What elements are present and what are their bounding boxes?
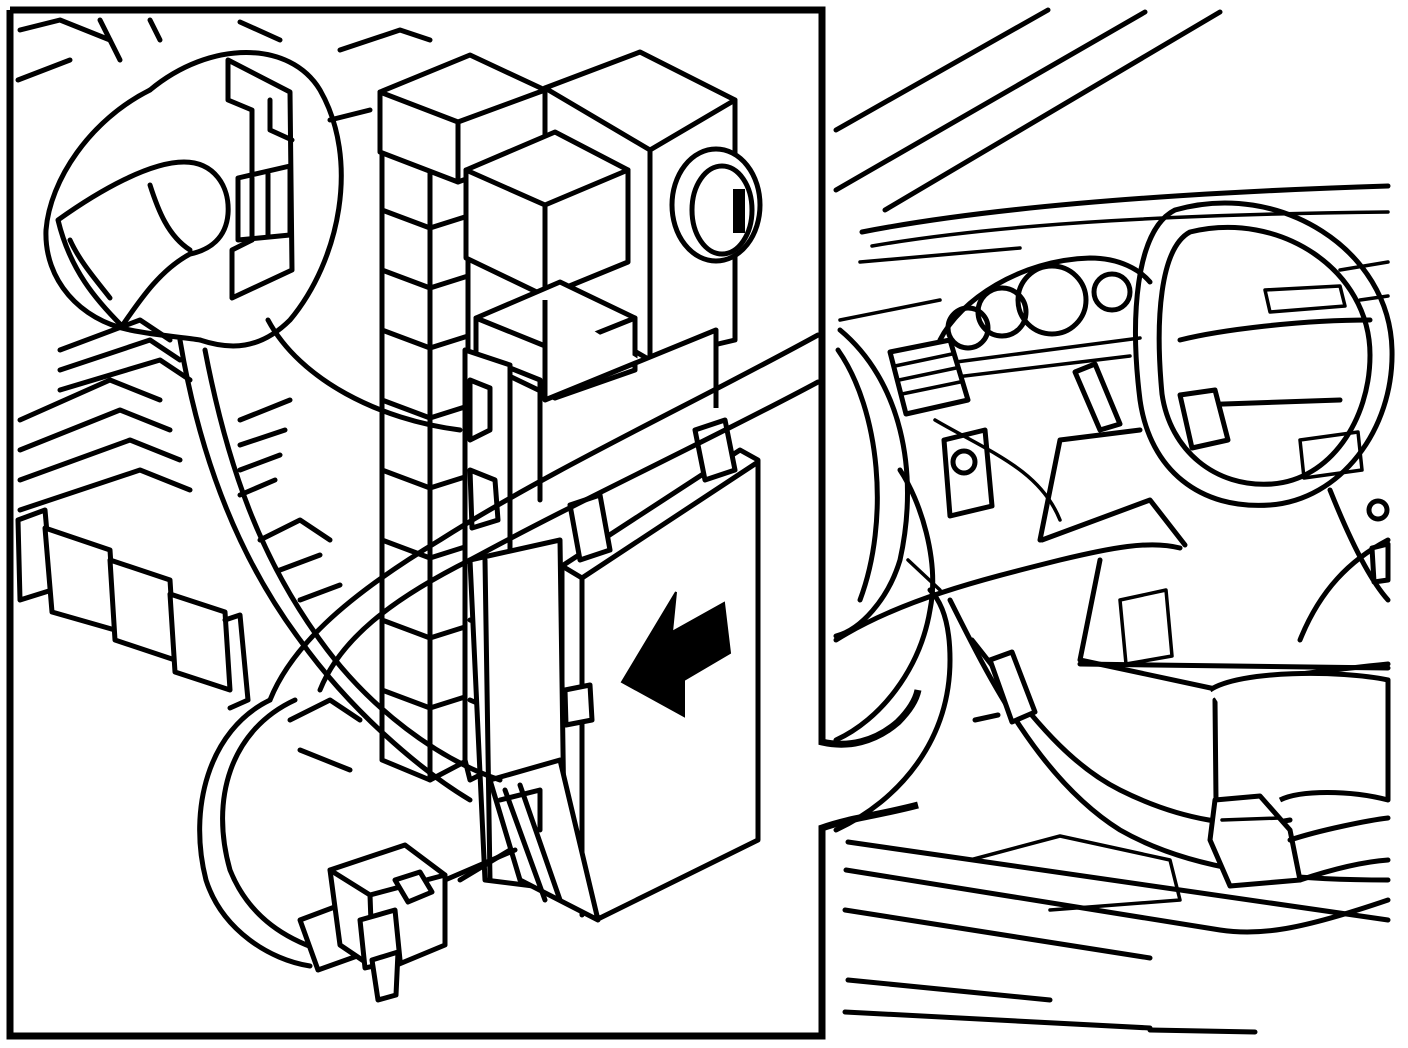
center-console	[1077, 557, 1391, 693]
wiring-harness	[177, 332, 821, 969]
clip-2	[692, 417, 738, 483]
air-vent	[887, 337, 971, 417]
magnifier-detail	[43, 50, 463, 433]
horn-pad	[1177, 387, 1231, 451]
gauge-center	[975, 285, 1029, 339]
module-base	[457, 757, 601, 923]
wiring-run	[833, 467, 953, 833]
inset-frame	[10, 6, 922, 748]
instrument-cluster	[937, 255, 1153, 380]
inset-frame-lower	[6, 10, 919, 1040]
headlight-switch	[941, 427, 995, 519]
connector-tab	[235, 163, 293, 243]
dashboard-right	[1297, 260, 1391, 643]
control-module	[467, 447, 761, 921]
finger	[55, 159, 231, 329]
gauge-main	[1015, 263, 1089, 337]
detail-inset	[15, 17, 821, 1003]
fuse-row	[15, 507, 251, 711]
harness-clips	[567, 417, 738, 563]
steering-column	[1037, 361, 1188, 548]
plug-connector	[297, 842, 518, 1003]
gauge-left	[945, 305, 991, 351]
relays	[377, 49, 763, 408]
arrow-left-icon	[620, 591, 732, 718]
seat-edge	[1287, 815, 1391, 883]
gauge-right	[1091, 271, 1133, 313]
dashboard-left-panel	[833, 327, 1183, 643]
fuse-box-background	[15, 17, 433, 773]
pedals	[972, 649, 1391, 889]
dashboard-top	[858, 183, 1391, 264]
windshield-lines	[833, 7, 1223, 322]
steering-wheel	[1133, 200, 1395, 508]
car-interior-overview	[833, 7, 1395, 1035]
